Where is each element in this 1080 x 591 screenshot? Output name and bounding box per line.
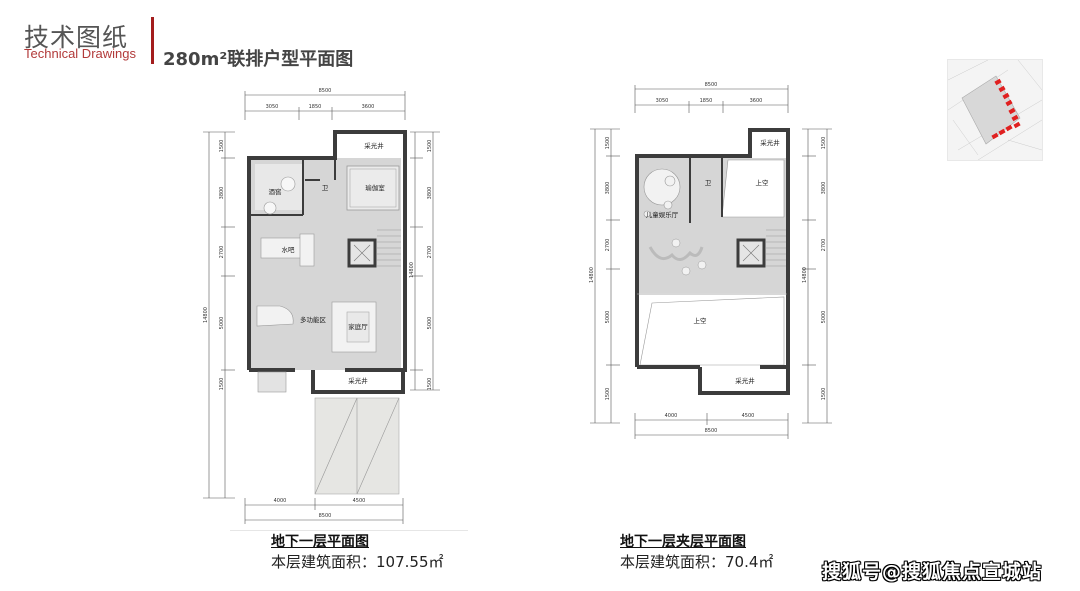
section-title-en: Technical Drawings bbox=[24, 46, 136, 61]
plan-b1-title: 地下一层平面图 bbox=[271, 534, 369, 550]
dim-side-r3: 2700 bbox=[427, 246, 433, 259]
page-title: 280m²联排户型平面图 bbox=[163, 49, 354, 70]
dim-side-r4: 5000 bbox=[821, 311, 827, 324]
dim-bottom-total: 8500 bbox=[319, 513, 332, 519]
plan-b1m-area: 本层建筑面积：70.4㎡ bbox=[620, 553, 774, 571]
dim-side-total-r: 14800 bbox=[409, 262, 415, 278]
dim-bottom-1: 4000 bbox=[665, 413, 678, 419]
room-label-wine-cellar: 酒窖 bbox=[269, 187, 283, 196]
dim-side-4: 5000 bbox=[219, 317, 225, 330]
section-title: 技术图纸 bbox=[24, 23, 129, 52]
plan-b1-area: 本层建筑面积：107.55㎡ bbox=[271, 553, 444, 571]
dim-side-3: 2700 bbox=[605, 239, 611, 252]
dim-bottom-total: 8500 bbox=[705, 428, 718, 434]
room-label-water-bar: 水吧 bbox=[282, 245, 296, 254]
room-label-void-top: 上空 bbox=[756, 178, 770, 187]
dim-side-total: 14800 bbox=[589, 267, 595, 283]
dim-side-r5: 1500 bbox=[821, 388, 827, 401]
site-map-thumbnail bbox=[947, 59, 1043, 161]
dim-side-r1: 1500 bbox=[427, 140, 433, 153]
title-divider bbox=[151, 17, 154, 64]
caption-divider bbox=[230, 530, 468, 531]
floor-plan-b1-mezzanine: 8500 3050 1850 3600 4000 4500 8500 14800… bbox=[580, 75, 840, 445]
dim-bottom-2: 4500 bbox=[353, 498, 366, 504]
room-label-light-well-top: 采光井 bbox=[364, 141, 384, 150]
dim-side-2: 3800 bbox=[605, 182, 611, 195]
dim-top-1: 3050 bbox=[266, 104, 279, 110]
floor-plan-b1-drawing: 8500 3050 1850 3600 4000 4500 8500 14800… bbox=[203, 88, 440, 524]
dim-top-2: 1850 bbox=[309, 104, 322, 110]
dim-side-r2: 3800 bbox=[427, 187, 433, 200]
dim-bottom-2: 4500 bbox=[742, 413, 755, 419]
dim-side-1: 1500 bbox=[605, 137, 611, 150]
dim-top-total: 8500 bbox=[319, 88, 332, 94]
dim-side-total: 14800 bbox=[203, 307, 209, 323]
room-label-family-hall: 家庭厅 bbox=[348, 322, 368, 331]
dim-side-3: 2700 bbox=[219, 246, 225, 259]
dim-top-3: 3600 bbox=[362, 104, 375, 110]
dim-side-1: 1500 bbox=[219, 140, 225, 153]
dim-top-1: 3050 bbox=[656, 98, 669, 104]
dim-side-5: 1500 bbox=[219, 378, 225, 391]
room-label-bathroom: 卫 bbox=[322, 184, 329, 192]
room-label-light-well-bottom: 采光井 bbox=[348, 376, 368, 385]
plan-b1m-title: 地下一层夹层平面图 bbox=[620, 534, 746, 550]
floor-plan-b1-mezzanine-drawing: 8500 3050 1850 3600 4000 4500 8500 14800… bbox=[589, 82, 832, 439]
room-label-light-well-top: 采光井 bbox=[760, 138, 780, 147]
room-label-bathroom: 卫 bbox=[705, 179, 712, 187]
dim-side-r4: 5000 bbox=[427, 317, 433, 330]
dim-top-2: 1850 bbox=[700, 98, 713, 104]
room-label-light-well-bottom: 采光井 bbox=[735, 376, 755, 385]
room-label-void-bottom: 上空 bbox=[694, 316, 708, 325]
watermark: 搜狐号@搜狐焦点宣城站 bbox=[822, 561, 1043, 583]
dim-side-r2: 3800 bbox=[821, 182, 827, 195]
dim-side-2: 3800 bbox=[219, 187, 225, 200]
dim-bottom-1: 4000 bbox=[274, 498, 287, 504]
dim-top-3: 3600 bbox=[750, 98, 763, 104]
dim-side-4: 5000 bbox=[605, 311, 611, 324]
dim-side-r3: 2700 bbox=[821, 239, 827, 252]
room-label-kids-room: 儿童娱乐厅 bbox=[646, 210, 679, 219]
dim-side-total-r: 14800 bbox=[802, 267, 808, 283]
room-label-multi-function: 多功能区 bbox=[300, 315, 327, 324]
dim-side-r5: 1500 bbox=[427, 378, 433, 391]
dim-side-5: 1500 bbox=[605, 388, 611, 401]
room-label-yoga-room: 瑜伽室 bbox=[365, 183, 385, 192]
dim-side-r1: 1500 bbox=[821, 137, 827, 150]
floor-plan-b1: 8500 3050 1850 3600 4000 4500 8500 14800… bbox=[195, 80, 455, 530]
dim-top-total: 8500 bbox=[705, 82, 718, 88]
site-map-drawing bbox=[947, 59, 1043, 161]
